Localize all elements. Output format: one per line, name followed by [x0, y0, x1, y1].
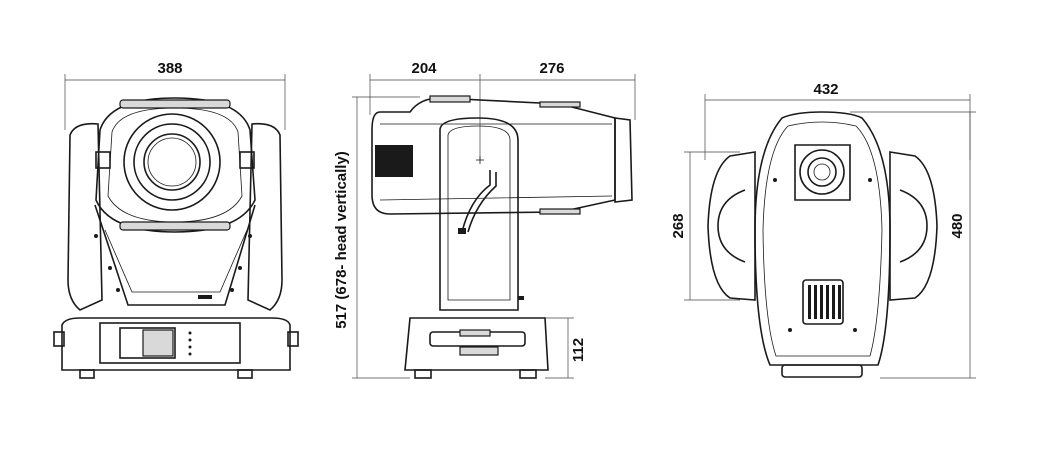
top-depth-dimension: 480: [850, 111, 976, 379]
top-width-label: 432: [813, 81, 838, 98]
front-width-label: 388: [157, 60, 182, 77]
side-view: 204 276 517 (678- head vertically) 112: [333, 60, 636, 379]
side-depth-dimensions: 204 276: [369, 60, 636, 160]
side-height-dimension: 517 (678- head vertically): [333, 96, 420, 379]
body-top: [754, 111, 891, 366]
height-label: 517 (678- head vertically): [333, 151, 350, 329]
head-side: [371, 97, 616, 215]
base-side: [404, 317, 549, 371]
yoke-arm-left: [67, 122, 103, 311]
base-front: [61, 317, 291, 371]
yoke-arm-side: [439, 117, 519, 311]
vent-grille: [802, 279, 844, 325]
lens-outer: [123, 113, 221, 211]
head-front-depth-label: 204: [411, 60, 437, 77]
top-view: 432 268 480: [670, 81, 976, 379]
yoke-arm-top-right: [889, 151, 938, 301]
head-back-depth-label: 276: [539, 60, 564, 77]
front-view: 388: [53, 60, 299, 379]
inner-depth-label: 268: [670, 213, 687, 238]
head-front: [95, 97, 256, 233]
yoke-body: [94, 204, 256, 306]
depth-label: 480: [949, 213, 966, 238]
yoke-arm-top-left: [707, 151, 756, 301]
lens: [143, 133, 201, 191]
head-top: [794, 144, 851, 201]
display-panel: [99, 322, 241, 364]
yoke-arm-right: [247, 122, 283, 311]
front-lens-side: [614, 117, 633, 203]
top-inner-depth-dimension: 268: [670, 151, 740, 301]
front-width-dimension: 388: [64, 60, 286, 130]
top-width-dimension: 432: [704, 81, 971, 160]
base-height-label: 112: [570, 338, 587, 362]
